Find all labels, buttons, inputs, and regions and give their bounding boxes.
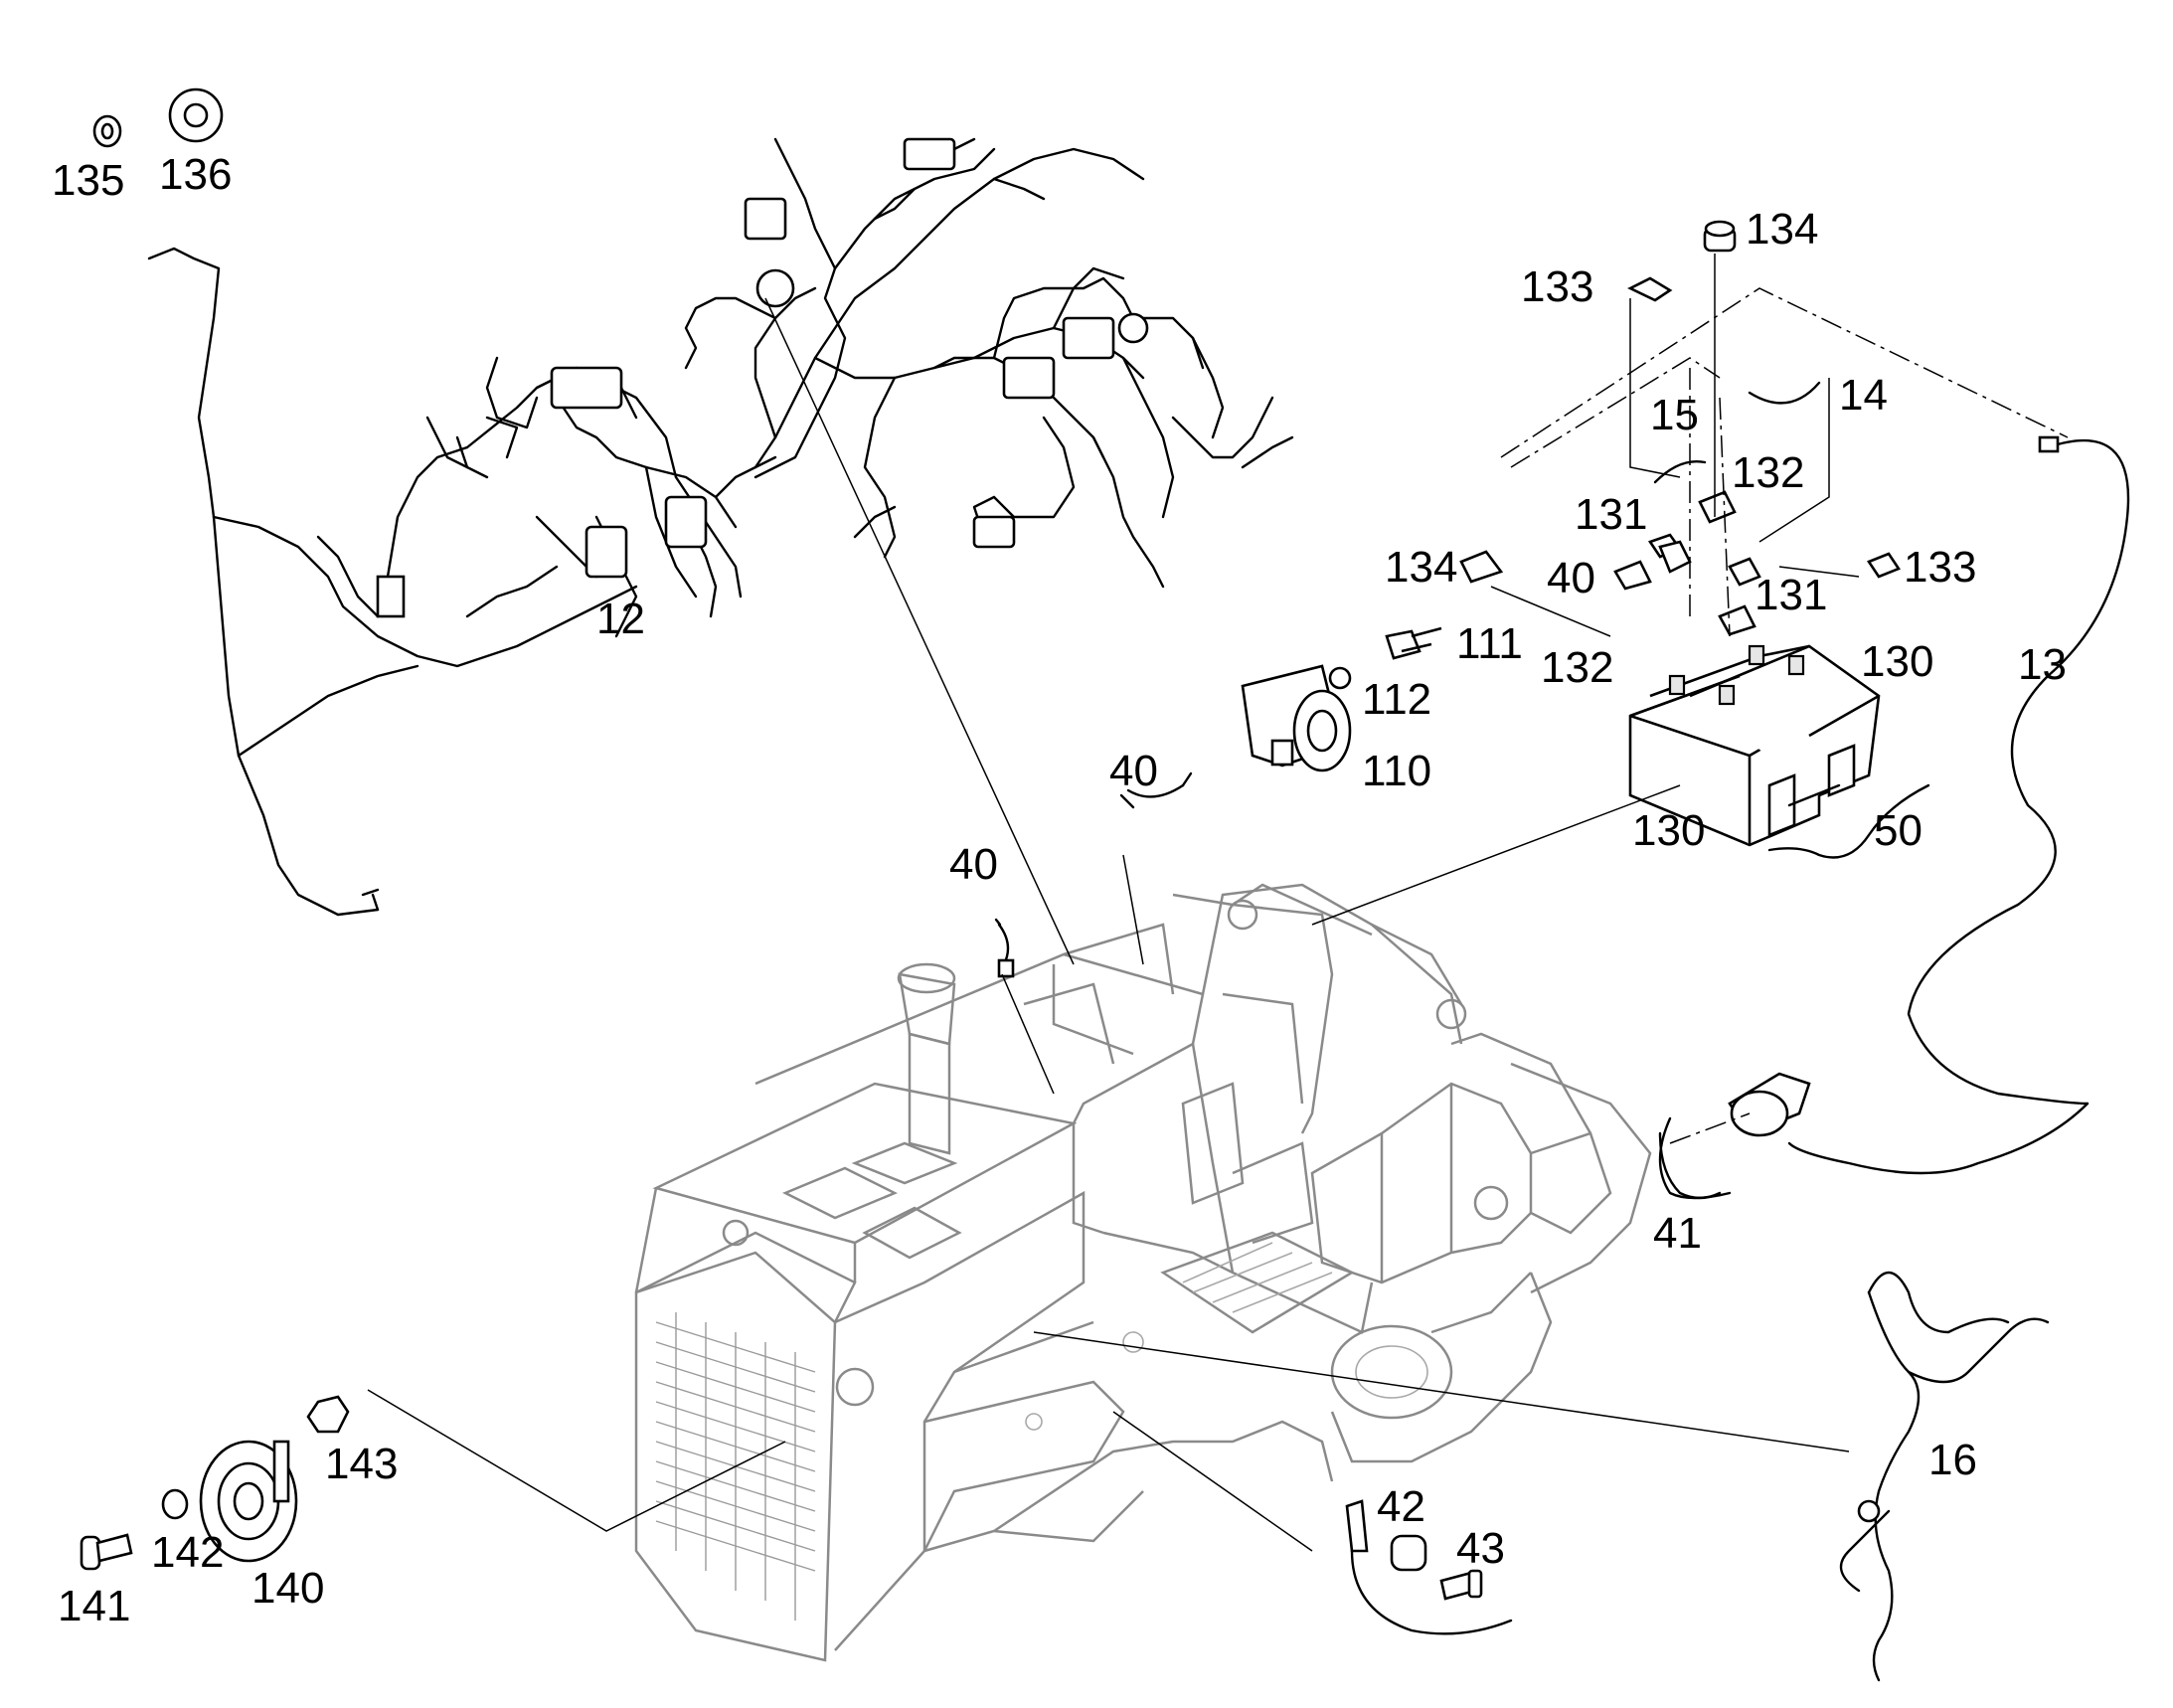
callout-131-right: 131: [1755, 571, 1827, 619]
callout-15: 15: [1650, 391, 1699, 439]
callout-40-left: 40: [949, 840, 998, 889]
callout-40-upper: 40: [1547, 554, 1595, 602]
callout-130-right: 130: [1861, 637, 1933, 686]
batteries-130: [1628, 644, 1881, 847]
callout-12: 12: [596, 595, 645, 643]
callout-111: 111: [1456, 619, 1523, 668]
callout-141: 141: [58, 1582, 130, 1630]
leader-lines: [367, 254, 2069, 1552]
callout-143: 143: [325, 1440, 398, 1488]
main-wiring-harness-12: [147, 137, 1294, 917]
callout-134-top: 134: [1746, 205, 1818, 254]
callout-41: 41: [1653, 1209, 1702, 1258]
callout-labels: 135 136 12 134 133 15 14 132 131 134 40 …: [52, 150, 2067, 1630]
callout-131-left: 131: [1575, 490, 1647, 539]
callout-132-left: 132: [1541, 643, 1613, 692]
callout-14: 14: [1839, 371, 1888, 420]
callout-133-right: 133: [1904, 543, 1976, 592]
callout-142: 142: [151, 1528, 224, 1577]
callout-42: 42: [1377, 1482, 1425, 1531]
callout-13: 13: [2018, 640, 2067, 689]
callout-40-center: 40: [1109, 747, 1158, 795]
callout-16: 16: [1928, 1436, 1977, 1484]
callout-50: 50: [1874, 806, 1922, 855]
callout-132-top: 132: [1732, 448, 1804, 497]
callout-112: 112: [1362, 675, 1431, 724]
callout-135: 135: [52, 156, 124, 205]
callout-130-bottom: 130: [1632, 806, 1705, 855]
callout-140: 140: [251, 1564, 324, 1613]
callout-136: 136: [159, 150, 232, 199]
callout-43: 43: [1456, 1524, 1505, 1573]
callout-110: 110: [1362, 747, 1431, 795]
callout-134-left: 134: [1385, 543, 1457, 592]
small-parts: [80, 87, 2130, 1682]
callout-133-top: 133: [1521, 262, 1593, 311]
